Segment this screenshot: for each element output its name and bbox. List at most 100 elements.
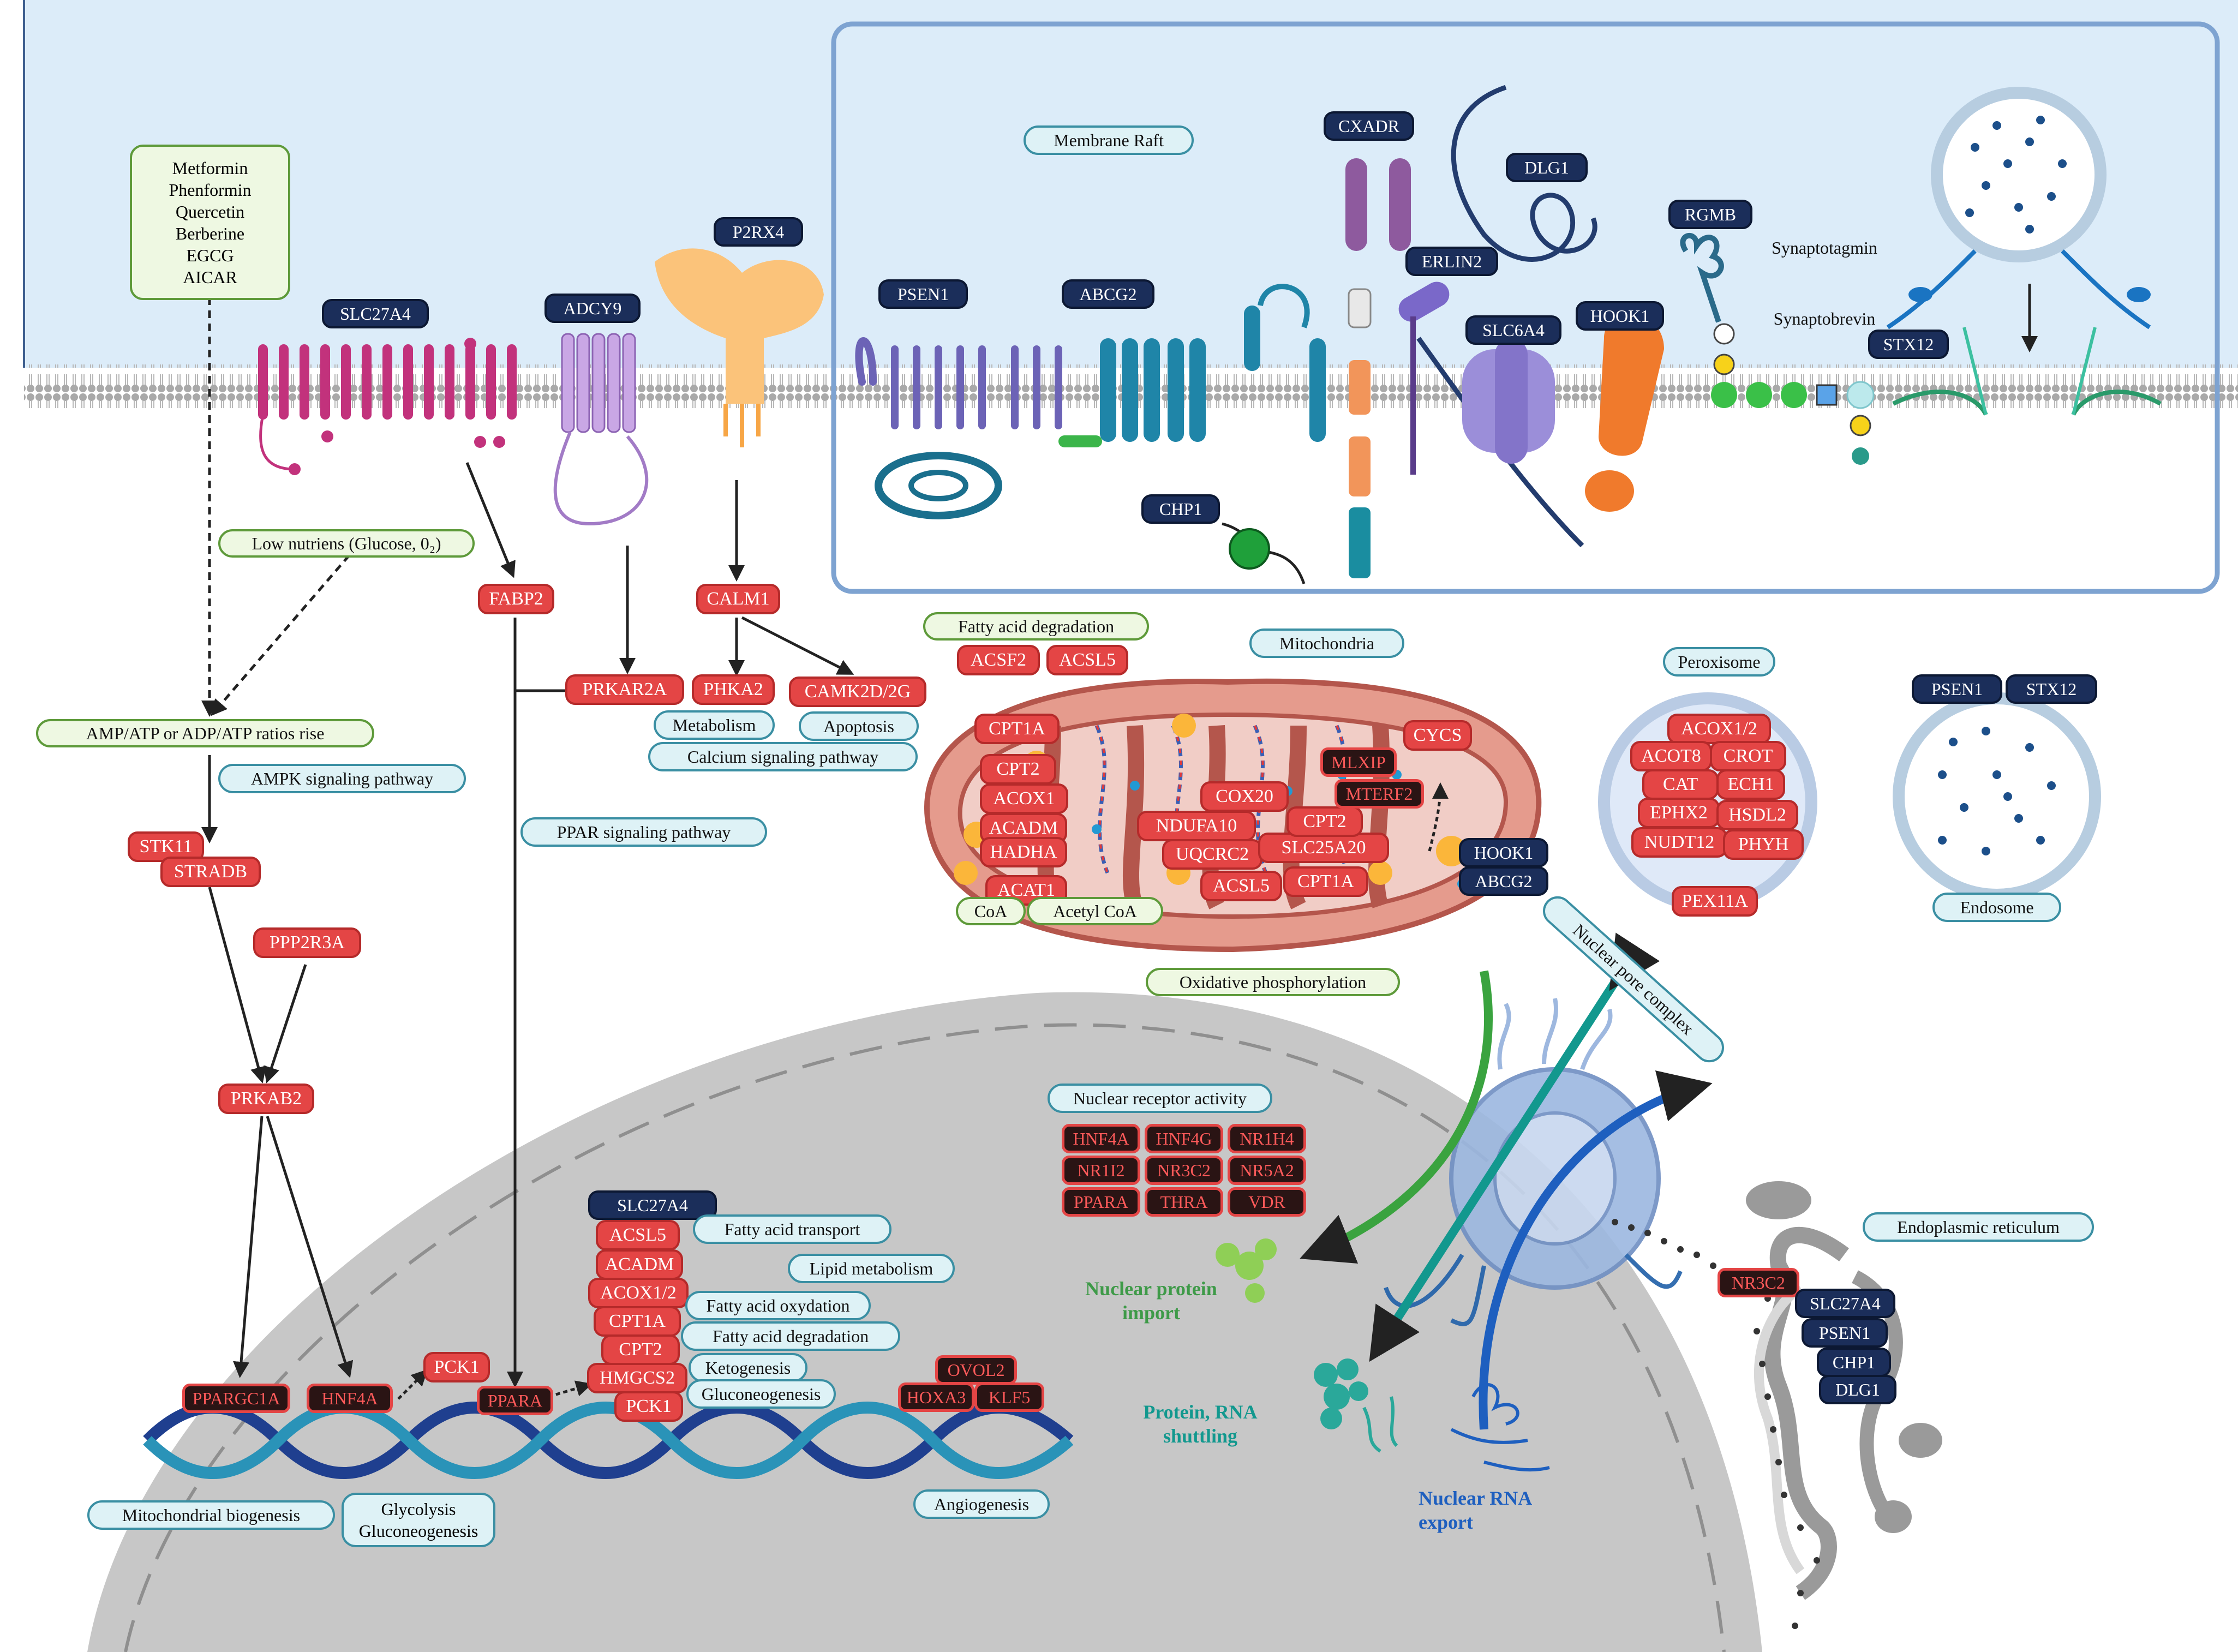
receptor-vdr: VDR	[1228, 1187, 1306, 1217]
acot8-label: ACOT8	[1630, 741, 1712, 771]
phka2-label: PHKA2	[692, 674, 775, 705]
ampk-pathway-label: AMPK signaling pathway	[218, 764, 466, 793]
hook1-raft-label: HOOK1	[1576, 301, 1664, 331]
receptor-nr1h4: NR1H4	[1228, 1124, 1306, 1153]
acsl5-mito-top-label: ACSL5	[1046, 645, 1128, 675]
gluconeogenesis-label: Gluconeogenesis	[686, 1379, 836, 1409]
klf5-label: KLF5	[974, 1382, 1044, 1412]
drug-berberine: Berberine	[175, 223, 245, 243]
receptor-hnf4g: HNF4G	[1145, 1124, 1223, 1153]
fatty-acid-oxydation-label: Fatty acid oxydation	[685, 1291, 871, 1320]
rgmb-protein	[1680, 233, 1724, 323]
prkar2a-label: PRKAR2A	[565, 674, 684, 705]
mito-gene: CPT2	[980, 754, 1056, 785]
cxadr-protein	[1345, 158, 1411, 578]
abcg2-protein	[1100, 306, 1326, 442]
crot-label: CROT	[1710, 741, 1786, 771]
fatty-acid-transport-label: Fatty acid transport	[693, 1214, 891, 1244]
p2rx4-protein	[655, 248, 824, 447]
slc27a4-protein	[258, 344, 517, 420]
dlg1-er-label: DLG1	[1819, 1375, 1896, 1404]
nudt12-label: NUDT12	[1631, 827, 1727, 858]
cat-label: CAT	[1642, 769, 1719, 800]
hook1-protein	[1585, 315, 1664, 512]
ech1-label: ECH1	[1716, 769, 1785, 800]
fatty-acid-degradation-mito-label: Fatty acid degradation	[923, 612, 1149, 641]
synaptotagmin-label: Synaptotagmin	[1772, 237, 1877, 258]
ppar-pathway-label: PPAR signaling pathway	[520, 817, 767, 847]
nuclear-rna-export-label: Nuclear RNA export	[1419, 1487, 1531, 1533]
nucleus-gene: ACOX1/2	[588, 1278, 689, 1308]
nuclear-receptor-activity-label: Nuclear receptor activity	[1048, 1084, 1272, 1113]
drug-metformin: Metformin	[172, 158, 248, 178]
nucleus	[87, 992, 1762, 1652]
amp-atp-ratio-label: AMP/ATP or ADP/ATP ratios rise	[36, 719, 374, 747]
protein-rna-shuttling-label: Protein, RNA shuttling	[1143, 1401, 1258, 1447]
gpi-anchor-chain	[1711, 323, 1875, 465]
calm1-label: CALM1	[696, 584, 780, 614]
ketogenesis-label: Ketogenesis	[689, 1353, 807, 1382]
mito-gene: ACOX1	[980, 783, 1068, 814]
mito-gene: CPT1A	[974, 714, 1060, 744]
ppara-nucleus-label: PPARA	[477, 1386, 553, 1415]
hsdl2-label: HSDL2	[1716, 800, 1798, 830]
endosome-label: Endosome	[1932, 893, 2061, 922]
slc27a4-er-label: SLC27A4	[1795, 1289, 1895, 1318]
oxphos-label: Oxidative phosphorylation	[1146, 968, 1400, 996]
dlg1-raft-label: DLG1	[1506, 153, 1588, 182]
synaptic-vesicle	[1931, 87, 2107, 262]
slc6a4-protein	[1462, 338, 1555, 464]
psen1-er-label: PSEN1	[1802, 1318, 1888, 1348]
membrane-raft-label: Membrane Raft	[1024, 125, 1194, 155]
ppargc1a-label: PPARGC1A	[182, 1384, 290, 1413]
mterf2-label: MTERF2	[1335, 779, 1424, 809]
pck1-nucleus-label: PCK1	[423, 1352, 490, 1382]
mitochondrial-biogenesis-label: Mitochondrial biogenesis	[87, 1500, 335, 1530]
low-nutrients-label: Low nutriens (Glucose, 0₂)	[218, 529, 475, 558]
er-label: Endoplasmic reticulum	[1863, 1212, 2094, 1242]
dna-helix	[143, 1402, 1074, 1479]
glycolysis-gluconeogenesis-box: Glycolysis Gluconeogenesis	[342, 1493, 495, 1547]
mito-gene: HADHA	[980, 837, 1067, 867]
lipid-metabolism-label: Lipid metabolism	[788, 1254, 955, 1283]
stx12-endosome-label: STX12	[2006, 674, 2097, 704]
gluconeogenesis-box-label: Gluconeogenesis	[358, 1521, 478, 1541]
receptor-thra: THRA	[1145, 1187, 1223, 1217]
drug-quercetin: Quercetin	[175, 201, 245, 222]
angiogenesis-label: Angiogenesis	[913, 1489, 1050, 1519]
rgmb-label: RGMB	[1668, 200, 1752, 229]
abcg2-mito-label: ABCG2	[1459, 866, 1548, 896]
adcy9-label: ADCY9	[544, 294, 641, 323]
calcium-pathway-label: Calcium signaling pathway	[648, 742, 918, 771]
chp1-ball	[1229, 528, 1270, 570]
stradb-label: STRADB	[160, 857, 261, 887]
endosome	[1893, 692, 2101, 901]
hook1-mito-label: HOOK1	[1459, 838, 1548, 867]
cpt2-mito-label: CPT2	[1286, 806, 1363, 837]
psen1-protein	[855, 337, 1062, 429]
abcg2-raft-label: ABCG2	[1062, 279, 1154, 309]
hnf4a-nucleus-label: HNF4A	[307, 1384, 393, 1413]
p2rx4-label: P2RX4	[714, 217, 803, 247]
slc25a20-label: SLC25A20	[1258, 833, 1389, 863]
receptor-hnf4a: HNF4A	[1062, 1124, 1140, 1153]
drug-list: Metformin Phenformin Quercetin Berberine…	[130, 145, 290, 300]
mlxip-label: MLXIP	[1320, 747, 1397, 777]
ovol2-label: OVOL2	[935, 1355, 1017, 1385]
erlin2-protein	[1398, 282, 1450, 322]
nucleus-gene: ACADM	[596, 1249, 683, 1280]
psen1-endosome-label: PSEN1	[1912, 674, 2002, 704]
ppp2r3a-label: PPP2R3A	[253, 927, 361, 958]
peroxisome-label: Peroxisome	[1663, 647, 1775, 677]
glycolysis-label: Glycolysis	[381, 1499, 456, 1519]
slc27a4-nucleus-label: SLC27A4	[588, 1190, 717, 1220]
nucleus-gene: CPT1A	[594, 1306, 681, 1337]
chp1-er-label: CHP1	[1817, 1348, 1891, 1377]
hoxa3-label: HOXA3	[898, 1382, 974, 1412]
psen1-raft-label: PSEN1	[878, 279, 968, 309]
acsf2-label: ACSF2	[957, 645, 1040, 675]
cox20-label: COX20	[1200, 781, 1289, 812]
prkab2-label: PRKAB2	[218, 1084, 314, 1114]
receptor-nr1i2: NR1I2	[1062, 1156, 1140, 1185]
